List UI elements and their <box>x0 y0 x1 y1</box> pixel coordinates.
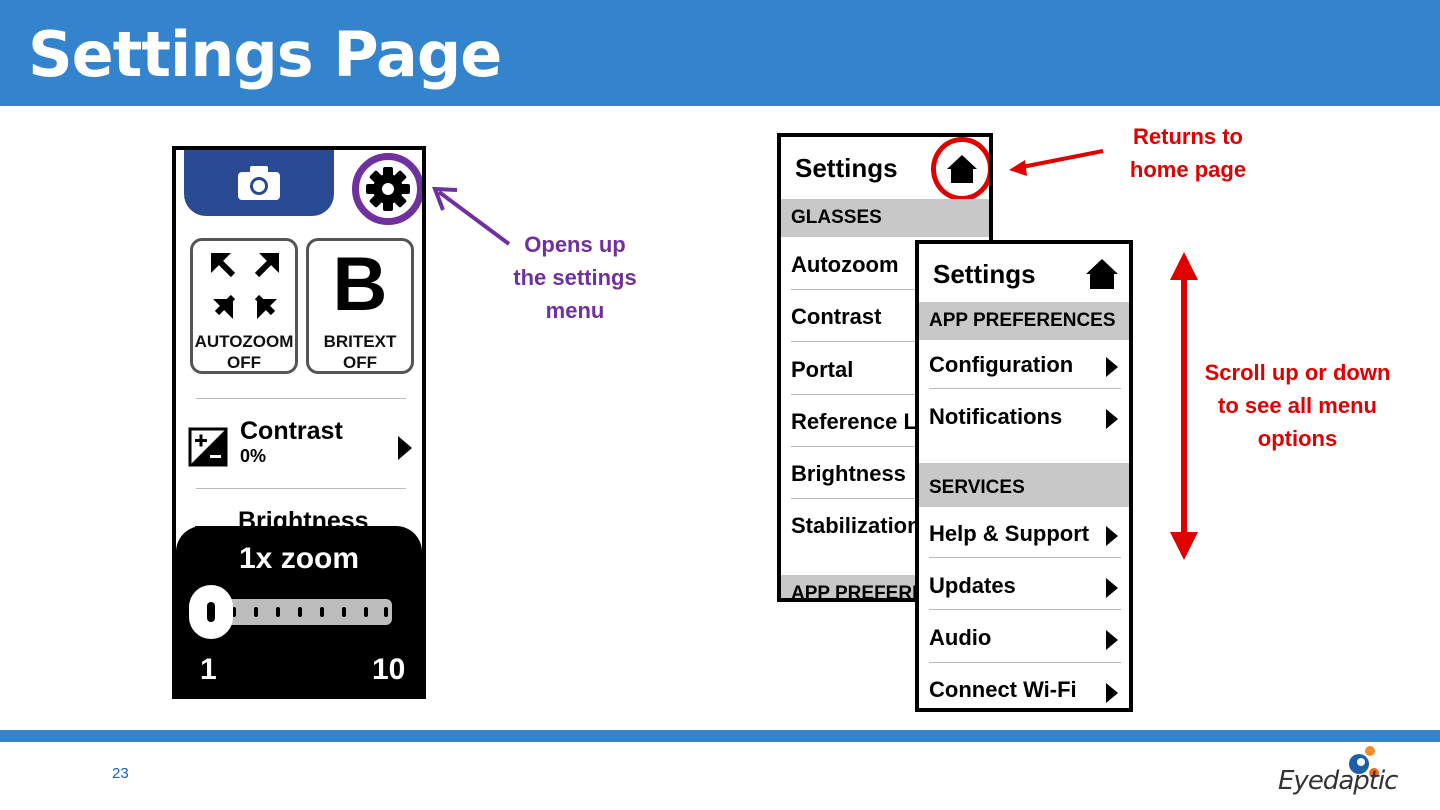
divider <box>929 388 1121 389</box>
home-callout-arrow <box>1009 149 1104 176</box>
menu-item-brightness[interactable]: Brightness <box>791 461 906 486</box>
divider <box>196 398 406 399</box>
britext-state: OFF <box>343 353 377 372</box>
zoom-level-title: 1x zoom <box>238 542 360 575</box>
zoom-max-label: 10 <box>372 653 406 686</box>
menu-item-connect-wifi[interactable]: Connect Wi-Fi <box>929 677 1077 702</box>
divider <box>196 488 406 489</box>
annotation-line: Opens up <box>524 232 626 257</box>
autozoom-state: OFF <box>227 353 261 372</box>
menu-item-help-support[interactable]: Help & Support <box>929 521 1090 546</box>
zoom-min-label: 1 <box>200 653 217 686</box>
zoom-slider-track[interactable] <box>202 599 392 625</box>
brand-wordmark: Eyedaptic <box>1278 766 1398 796</box>
zoom-slider-handle[interactable] <box>189 585 233 639</box>
section-services: SERVICES <box>919 463 1129 507</box>
chevron-right-icon[interactable] <box>1106 578 1118 598</box>
home-button[interactable] <box>931 137 989 201</box>
annotation-line: to see all menu <box>1218 393 1377 418</box>
chevron-right-icon[interactable] <box>1106 526 1118 546</box>
slider-tick <box>298 607 302 617</box>
chevron-right-icon[interactable] <box>1106 683 1118 703</box>
menu-item-reference[interactable]: Reference L <box>791 409 917 434</box>
divider <box>791 498 989 499</box>
divider <box>929 609 1121 610</box>
slider-tick <box>364 607 368 617</box>
menu-item-updates[interactable]: Updates <box>929 573 1016 598</box>
menu-item-portal[interactable]: Portal <box>791 357 854 382</box>
section-glasses: GLASSES <box>781 199 989 237</box>
britext-tile[interactable]: B BRITEXT OFF <box>306 238 414 374</box>
gear-icon <box>366 167 410 211</box>
menu-item-autozoom[interactable]: Autozoom <box>791 252 899 277</box>
autozoom-label: AUTOZOOM <box>194 332 294 351</box>
divider <box>929 662 1121 663</box>
letter-b-icon: B <box>332 242 388 327</box>
home-icon[interactable] <box>1085 258 1119 290</box>
title-bar <box>0 0 1440 106</box>
menu-item-notifications[interactable]: Notifications <box>929 404 1063 429</box>
logo-icon <box>1349 746 1379 778</box>
scroll-annotation: Scroll up or down to see all menu option… <box>1190 356 1405 455</box>
contrast-value: 0% <box>240 446 267 466</box>
zoom-panel: 1x zoom 1 10 <box>176 526 422 695</box>
annotation-line: Returns to <box>1133 124 1243 149</box>
divider <box>791 289 989 290</box>
annotation-line: options <box>1257 426 1338 451</box>
menu-item-contrast[interactable]: Contrast <box>791 304 882 329</box>
annotation-line: home page <box>1129 157 1247 182</box>
settings-annotation: Opens up the settings menu <box>500 228 650 327</box>
settings-title: Settings <box>933 259 1036 289</box>
settings-callout-arrow <box>432 186 511 246</box>
settings-screen-app: Settings APP PREFERENCES Configuration N… <box>915 240 1133 712</box>
home-icon <box>947 155 977 183</box>
annotation-line: menu <box>545 298 605 323</box>
menu-item-audio[interactable]: Audio <box>929 625 992 650</box>
page-number: 23 <box>112 765 129 782</box>
slider-tick <box>232 607 236 617</box>
annotation-line: Scroll up or down <box>1204 360 1391 385</box>
slide-title: Settings Page <box>28 18 502 91</box>
home-screen-mockup: AUTOZOOM OFF B BRITEXT OFF Contrast 0% B… <box>172 146 426 699</box>
divider <box>791 341 989 342</box>
contrast-label[interactable]: Contrast <box>240 417 343 445</box>
annotation-line: the settings <box>513 265 637 290</box>
footer-bar <box>0 730 1440 742</box>
slider-tick <box>276 607 280 617</box>
slider-tick <box>384 607 388 617</box>
settings-button[interactable] <box>352 153 422 225</box>
divider <box>791 446 989 447</box>
slider-tick <box>342 607 346 617</box>
chevron-right-icon[interactable] <box>1106 357 1118 377</box>
expand-arrows-icon <box>211 253 279 319</box>
menu-item-configuration[interactable]: Configuration <box>929 352 1074 377</box>
contrast-icon <box>188 427 228 467</box>
settings-title: Settings <box>795 153 898 183</box>
scroll-double-arrow <box>1170 252 1198 560</box>
slider-handle-grip <box>207 602 215 622</box>
section-app-preferences: APP PREFERENCES <box>919 302 1129 340</box>
camera-button[interactable] <box>184 150 334 216</box>
divider <box>791 394 989 395</box>
camera-icon <box>238 166 280 200</box>
britext-label: BRITEXT <box>323 332 397 351</box>
chevron-right-icon[interactable] <box>1106 630 1118 650</box>
slider-tick <box>254 607 258 617</box>
slider-tick <box>320 607 324 617</box>
menu-item-stabilization[interactable]: Stabilization <box>791 513 921 538</box>
home-annotation: Returns to home page <box>1108 120 1268 186</box>
divider <box>929 557 1121 558</box>
autozoom-tile[interactable]: AUTOZOOM OFF <box>190 238 298 374</box>
chevron-right-icon[interactable] <box>1106 409 1118 429</box>
contrast-arrow-icon[interactable] <box>398 436 412 460</box>
